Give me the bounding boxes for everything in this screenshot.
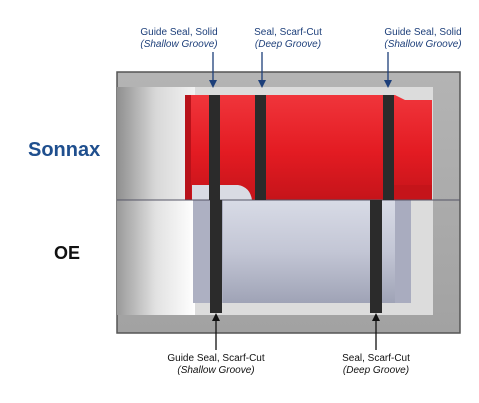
oe-label: OE [54, 243, 81, 263]
seal-scarf-cut-deep-bottom [370, 200, 382, 313]
top-callout-arrows [209, 52, 392, 88]
label-guide-seal-solid-right: Guide Seal, Solid (Shallow Groove) [375, 27, 471, 51]
label-line1: Guide Seal, Scarf-Cut [167, 353, 265, 364]
bottom-callout-arrows [212, 313, 380, 350]
seal-guide-solid-2 [383, 95, 394, 200]
label-line2: (Shallow Groove) [140, 39, 218, 50]
seal-guide-scarf-cut-bottom [210, 200, 222, 313]
label-line2: (Shallow Groove) [384, 39, 462, 50]
sonnax-end-shade [385, 185, 432, 200]
oe-valve-end [395, 200, 411, 303]
bore-left-bottom [117, 200, 195, 315]
label-line1: Seal, Scarf-Cut [254, 27, 322, 38]
label-line1: Guide Seal, Solid [384, 27, 462, 38]
label-line1: Guide Seal, Solid [140, 27, 218, 38]
label-line1: Seal, Scarf-Cut [342, 353, 410, 364]
bore-left-top [117, 87, 195, 200]
seal-scarf-cut-deep-top [255, 95, 266, 200]
label-guide-seal-scarf-cut-bottom: Guide Seal, Scarf-Cut (Shallow Groove) [159, 353, 273, 377]
seal-guide-solid-1 [209, 95, 220, 200]
label-seal-scarf-cut-top: Seal, Scarf-Cut (Deep Groove) [243, 27, 333, 51]
sonnax-notch [192, 185, 252, 200]
label-guide-seal-solid-left: Guide Seal, Solid (Shallow Groove) [132, 27, 226, 51]
label-line2: (Shallow Groove) [177, 365, 255, 376]
label-line2: (Deep Groove) [342, 365, 410, 376]
label-line2: (Deep Groove) [254, 39, 322, 50]
sonnax-valve [185, 95, 432, 200]
label-seal-scarf-cut-bottom: Seal, Scarf-Cut (Deep Groove) [329, 353, 423, 377]
sonnax-label: Sonnax [28, 139, 101, 161]
sonnax-valve-edge [185, 95, 191, 200]
